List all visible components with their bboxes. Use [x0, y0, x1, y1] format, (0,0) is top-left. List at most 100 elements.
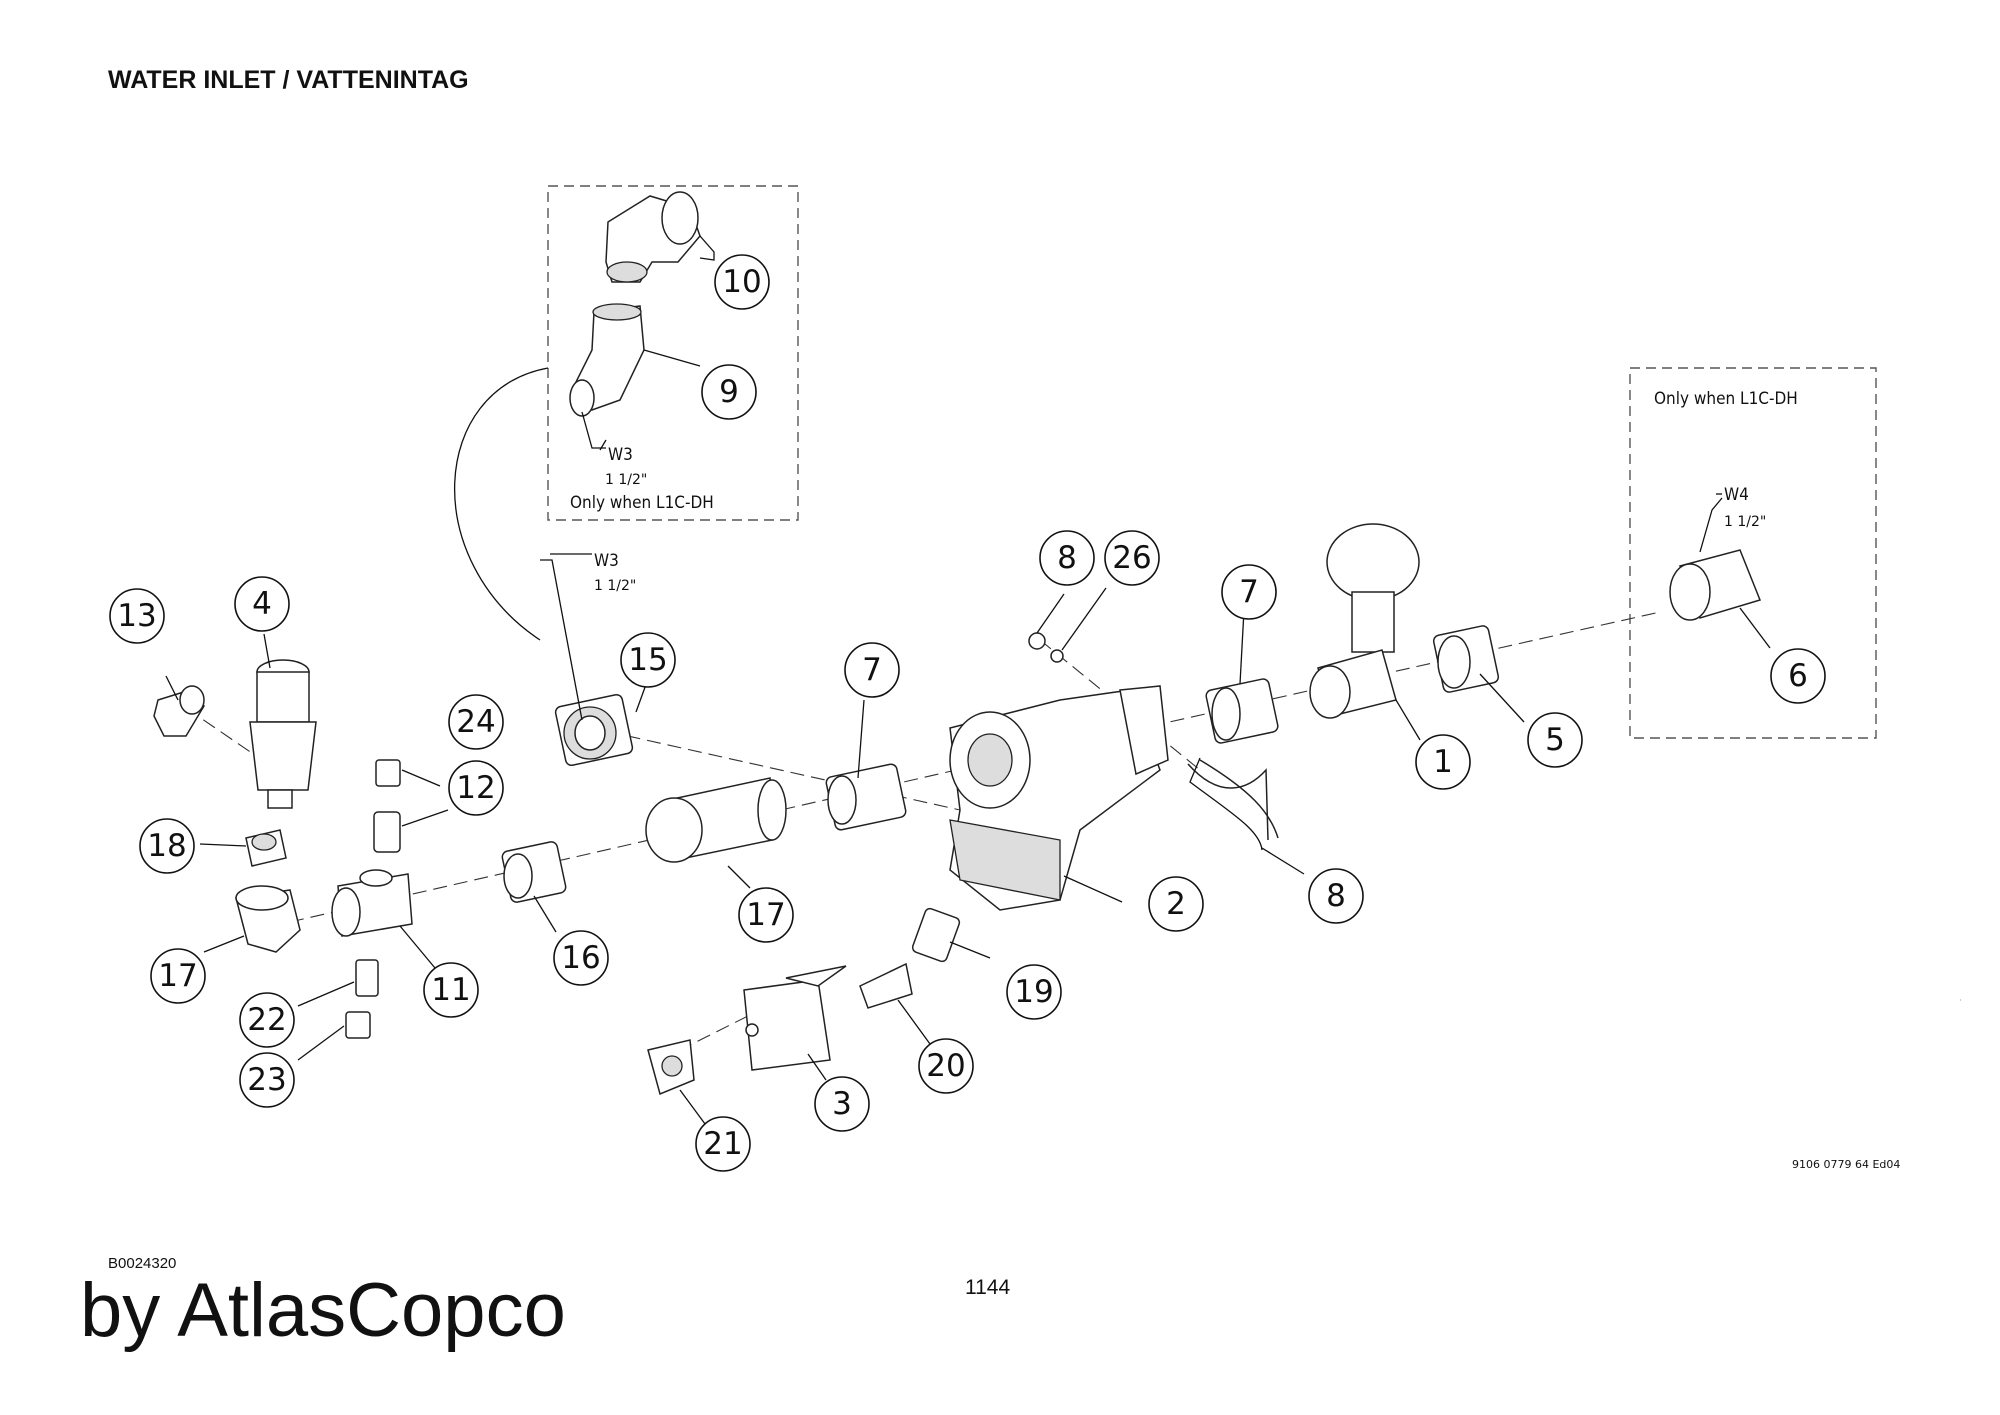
svg-text:2: 2 — [1166, 886, 1186, 922]
part-strainer-2 — [949, 685, 1169, 911]
note-w4-size: 1 1/2" — [1724, 514, 1766, 530]
svg-text:22: 22 — [247, 1002, 286, 1038]
part-elbow-18 — [235, 885, 301, 953]
svg-text:13: 13 — [117, 598, 156, 634]
balloon-17: 17 — [738, 887, 794, 943]
svg-text:3: 3 — [832, 1086, 852, 1122]
balloon-26: 26 — [1104, 530, 1160, 586]
svg-text:23: 23 — [247, 1062, 286, 1098]
svg-text:10: 10 — [722, 264, 761, 300]
part-nut-19 — [245, 829, 287, 867]
svg-text:20: 20 — [926, 1048, 965, 1084]
part-tee-11 — [331, 869, 413, 937]
svg-text:8: 8 — [1057, 540, 1077, 576]
part-nut-9 — [1028, 632, 1046, 650]
note-only-when-top: Only when L1C-DH — [570, 493, 714, 513]
part-elbow-12 — [605, 191, 701, 283]
balloon-21: 20 — [918, 1038, 974, 1094]
svg-text:19: 19 — [1014, 974, 1053, 1010]
page-title: WATER INLET / VATTENINTAG — [108, 66, 469, 94]
brand-label: by AtlasCopco — [80, 1268, 566, 1353]
part-fitting-24 — [345, 1011, 371, 1039]
balloon-4: 4 — [234, 576, 290, 632]
balloon-16: 16 — [553, 930, 609, 986]
svg-text:7: 7 — [1239, 574, 1259, 610]
svg-text:17: 17 — [158, 958, 197, 994]
document-id: B0024320 — [108, 1255, 177, 1272]
note-w3-mid-size: 1 1/2" — [594, 578, 636, 594]
balloon-6: 6 — [1770, 648, 1826, 704]
edition-label: 9106 0779 64 Ed04 — [1792, 1158, 1900, 1171]
svg-text:6: 6 — [1788, 658, 1808, 694]
balloon-23: 22 — [239, 992, 295, 1048]
balloon-18: 17 — [150, 948, 206, 1004]
part-washer-26 — [1050, 649, 1064, 663]
hose-curve — [453, 367, 549, 641]
part-ballvalve-3 — [743, 965, 847, 1071]
svg-text:4: 4 — [252, 586, 272, 622]
page-number: 1144 — [965, 1276, 1011, 1299]
balloon-7b: 7 — [1221, 564, 1277, 620]
svg-text:24: 24 — [456, 704, 495, 740]
svg-text:26: 26 — [1112, 540, 1151, 576]
note-w3-top-size: 1 1/2" — [605, 472, 647, 488]
axis-valve — [1039, 639, 1201, 771]
part-fitting-13 — [373, 811, 401, 853]
axis-left — [185, 707, 263, 761]
balloon-9: 8 — [1039, 530, 1095, 586]
part-nipple-7b — [1205, 678, 1279, 744]
part-coupling-22 — [647, 1039, 695, 1096]
note-only-when-right: Only when L1C-DH — [1654, 389, 1798, 409]
svg-text:7: 7 — [862, 652, 882, 688]
svg-text:12: 12 — [456, 770, 495, 806]
option-box-right — [1629, 367, 1877, 739]
part-fitting-23 — [355, 959, 379, 997]
balloon-2: 2 — [1148, 876, 1204, 932]
balloon-15: 15 — [620, 632, 676, 688]
part-nipple-7a — [825, 763, 907, 831]
balloon-19: 18 — [139, 818, 195, 874]
balloon-20: 19 — [1006, 964, 1062, 1020]
part-ubolt-8-outline — [1189, 757, 1263, 851]
balloon-5: 5 — [1527, 712, 1583, 768]
part-cap-25 — [375, 759, 401, 787]
balloon-12: 10 — [714, 254, 770, 310]
part-valve-4 — [249, 659, 317, 809]
part-elbow-10 — [569, 303, 645, 417]
part-nipple-15 — [554, 693, 634, 767]
option-box-top — [547, 185, 799, 521]
balloon-24: 23 — [239, 1052, 295, 1108]
balloon-22: 21 — [695, 1116, 751, 1172]
svg-text:8: 8 — [1326, 878, 1346, 914]
note-w4: W4 — [1724, 485, 1749, 505]
svg-text:1: 1 — [1433, 744, 1453, 780]
balloon-7a: 7 — [844, 642, 900, 698]
part-ubolt-8 — [1187, 759, 1279, 841]
balloon-13: 12 — [448, 760, 504, 816]
svg-text:21: 21 — [703, 1126, 742, 1162]
balloon-14: 13 — [109, 588, 165, 644]
note-w3-top: W3 — [608, 445, 633, 465]
balloon-8: 8 — [1308, 868, 1364, 924]
axis-drain — [659, 1009, 761, 1061]
svg-text:9: 9 — [719, 374, 739, 410]
balloon-11: 11 — [423, 962, 479, 1018]
part-elbow-21 — [859, 962, 913, 1009]
svg-text:11: 11 — [431, 972, 470, 1008]
part-nipple-16 — [501, 841, 567, 903]
part-tee-17 — [645, 777, 787, 863]
part-union-5 — [1432, 625, 1500, 693]
part-elbow-14 — [153, 685, 205, 737]
svg-text:17: 17 — [746, 897, 785, 933]
svg-text:18: 18 — [147, 828, 186, 864]
note-w3-mid: W3 — [594, 551, 619, 571]
svg-text:15: 15 — [628, 642, 667, 678]
svg-text:16: 16 — [561, 940, 600, 976]
balloon-25: 24 — [448, 694, 504, 750]
balloon-10: 9 — [701, 364, 757, 420]
part-union-6 — [1669, 549, 1762, 621]
balloon-1: 1 — [1415, 734, 1471, 790]
svg-text:5: 5 — [1545, 722, 1565, 758]
part-fitting-20 — [911, 907, 961, 963]
